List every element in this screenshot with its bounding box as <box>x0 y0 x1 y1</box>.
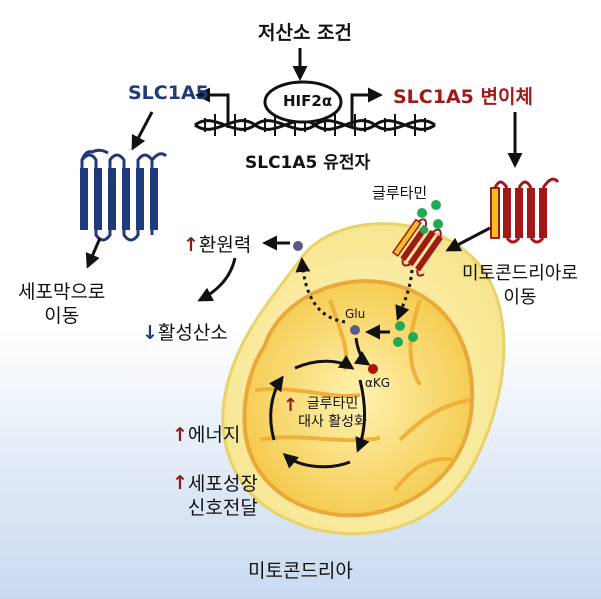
slc1a5-transporter-icon <box>80 148 168 242</box>
up-arrow-icon: ↑ <box>283 395 299 416</box>
to-membrane-label: 세포막으로 이동 <box>18 281 106 327</box>
hif2a-label: HIF2α <box>283 92 333 110</box>
glutamine-metab-label: 글루타민 대사 활성화 <box>298 396 367 430</box>
reducing-label: 환원력 <box>198 234 252 256</box>
dna-helix <box>194 114 436 136</box>
ros-label: 활성산소 <box>157 322 228 344</box>
glutamine-label: 글루타민 <box>372 184 428 202</box>
energy: ↑에너지 <box>172 420 240 447</box>
variant-label: SLC1A5 변이체 <box>393 86 533 108</box>
metabolism-cycle <box>268 355 370 469</box>
gene-label: SLC1A5 유전자 <box>245 153 371 173</box>
transcript-arrow-right <box>350 87 383 128</box>
reducing-power: ↑환원력 <box>183 230 251 257</box>
down-arrow-icon: ↓ <box>142 322 158 344</box>
growth-signal-label: 세포성장 신호전달 <box>187 473 258 519</box>
akg-dot <box>368 364 378 374</box>
up-arrow-icon: ↑ <box>172 472 188 494</box>
mito-move-arrow <box>445 226 491 252</box>
ros: ↓활성산소 <box>142 318 228 345</box>
glutamine-metabolism: ↑글루타민 대사 활성화 <box>283 395 367 431</box>
hif2a-ellipse <box>263 80 343 124</box>
metabolite-dot <box>293 241 303 251</box>
akg-label: αKG <box>365 376 391 390</box>
glu-to-akg-arrow <box>353 337 371 366</box>
mitochondria-label: 미토콘드리아 <box>248 560 353 582</box>
to-mito-label: 미토콘드리아로 이동 <box>462 263 578 308</box>
transcript-arrow-left <box>195 87 230 128</box>
glutamine-dots-inside <box>393 321 418 347</box>
slc1a5-label: SLC1A5 <box>128 82 209 104</box>
to-ros-arrow <box>197 257 237 302</box>
mito-transporter-icon <box>391 218 443 277</box>
glutamine-dots-outside <box>417 200 443 234</box>
growth-signal: ↑세포성장 신호전달 <box>172 472 258 520</box>
glu-label: Glu <box>345 307 366 321</box>
glu-dot <box>350 325 360 335</box>
energy-label: 에너지 <box>187 424 241 446</box>
slc1a5-down-arrow <box>131 111 154 151</box>
membrane-arrow <box>85 237 102 269</box>
up-arrow-icon: ↑ <box>172 424 188 446</box>
up-arrow-icon: ↑ <box>183 234 199 256</box>
hypoxia-label: 저산소 조건 <box>258 22 353 44</box>
glu-export-arrow <box>295 257 346 324</box>
variant-transporter-icon <box>490 177 560 244</box>
